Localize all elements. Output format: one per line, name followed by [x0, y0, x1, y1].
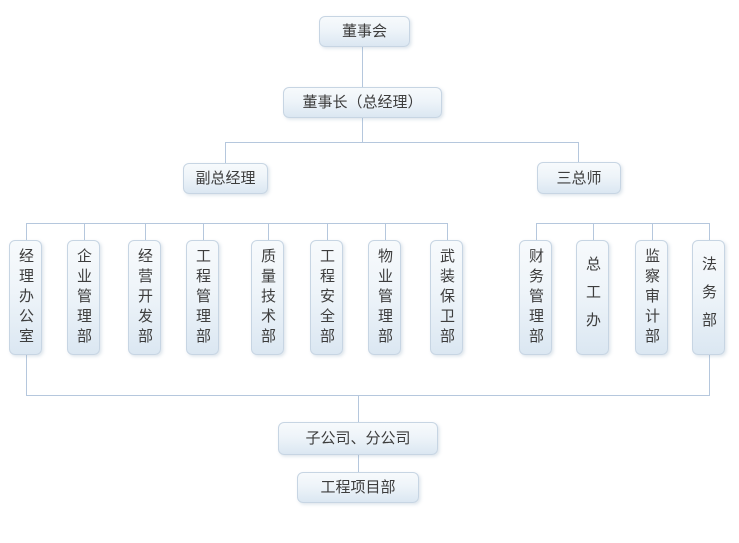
- node-legal-dept: 法务部: [692, 240, 725, 355]
- connector-line: [536, 223, 537, 240]
- connector-line: [447, 223, 448, 240]
- connector-line: [26, 355, 27, 395]
- node-property-mgmt-dept: 物业管理部: [368, 240, 401, 355]
- node-manager-office: 经理办公室: [9, 240, 42, 355]
- connector-line: [225, 142, 226, 163]
- node-engineering-safety-dept: 工程安全部: [310, 240, 343, 355]
- node-three-chiefs: 三总师: [537, 162, 621, 194]
- node-project-dept: 工程项目部: [297, 472, 419, 503]
- connector-line: [652, 223, 653, 240]
- connector-line: [709, 355, 710, 395]
- node-armed-security-dept: 武装保卫部: [430, 240, 463, 355]
- node-supervision-audit-dept: 监察审计部: [635, 240, 668, 355]
- connector-line: [362, 118, 363, 142]
- node-subsidiaries: 子公司、分公司: [278, 422, 438, 455]
- connector-line: [84, 223, 85, 240]
- node-chairman-gm: 董事长（总经理）: [283, 87, 442, 118]
- connector-line: [593, 223, 594, 240]
- node-quality-tech-dept: 质量技术部: [251, 240, 284, 355]
- connector-line: [268, 223, 269, 240]
- node-engineering-mgmt-dept: 工程管理部: [186, 240, 219, 355]
- connector-line: [709, 223, 710, 240]
- connector-line: [578, 142, 579, 162]
- connector-line: [358, 395, 359, 422]
- node-deputy-gm: 副总经理: [183, 163, 268, 194]
- connector-line: [203, 223, 204, 240]
- connector-line: [225, 142, 579, 143]
- node-board-of-directors: 董事会: [319, 16, 410, 47]
- node-chief-engineer-office: 总工办: [576, 240, 609, 355]
- connector-line: [26, 223, 27, 240]
- node-finance-mgmt-dept: 财务管理部: [519, 240, 552, 355]
- connector-line: [26, 223, 448, 224]
- connector-line: [327, 223, 328, 240]
- connector-line: [358, 455, 359, 472]
- node-business-dev-dept: 经营开发部: [128, 240, 161, 355]
- node-enterprise-mgmt-dept: 企业管理部: [67, 240, 100, 355]
- connector-line: [362, 47, 363, 87]
- connector-line: [385, 223, 386, 240]
- connector-line: [26, 395, 710, 396]
- connector-line: [145, 223, 146, 240]
- connector-line: [536, 223, 710, 224]
